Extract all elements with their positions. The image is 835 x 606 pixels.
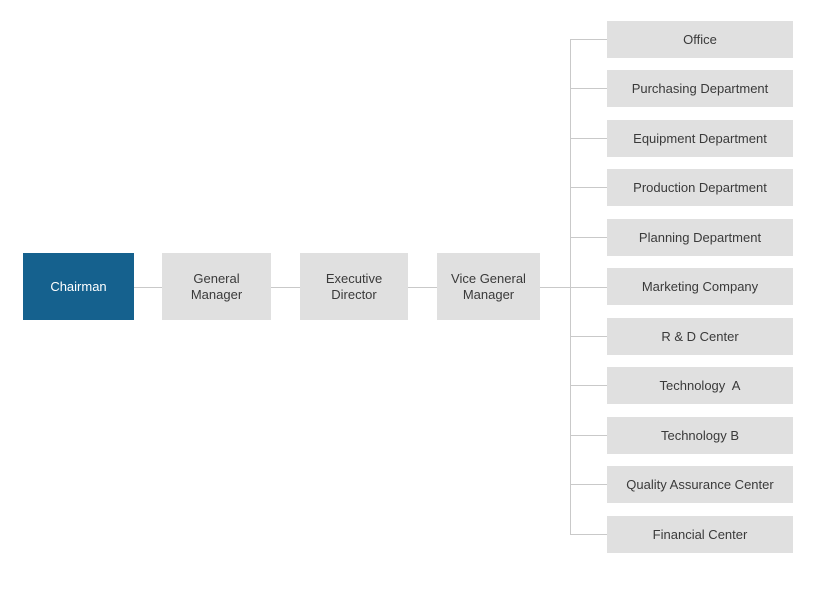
org-node-label: Technology B [660,427,740,443]
connector-stub [570,88,607,89]
org-node-department[interactable]: Quality Assurance Center [607,466,793,503]
org-node-department[interactable]: R & D Center [607,318,793,355]
org-node-department[interactable]: Equipment Department [607,120,793,157]
connector-stub [570,287,607,288]
connector-stub [570,435,607,436]
org-node-label: Equipment Department [633,130,767,146]
connector-stub [570,385,607,386]
org-node-label: Marketing Company [641,278,759,294]
connector-stub [570,534,607,535]
org-node-vice-general-manager[interactable]: Vice General Manager [437,253,540,320]
org-node-department[interactable]: Technology A [607,367,793,404]
org-node-label: Office [683,31,717,47]
connector-horizontal [408,287,437,288]
connector-horizontal [271,287,300,288]
org-node-executive-director[interactable]: Executive Director [300,253,408,320]
connector-stub [570,39,607,40]
org-node-department[interactable]: Financial Center [607,516,793,553]
org-node-label: Purchasing Department [631,80,769,96]
org-node-department[interactable]: Technology B [607,417,793,454]
org-node-general-manager[interactable]: General Manager [162,253,271,320]
org-node-department[interactable]: Office [607,21,793,58]
connector-stub [570,336,607,337]
org-node-chairman[interactable]: Chairman [23,253,134,320]
connector-stub [570,237,607,238]
org-node-label: Production Department [633,179,767,195]
connector-stub [570,187,607,188]
org-node-label: Technology A [659,377,741,393]
org-node-label: Financial Center [652,526,748,542]
org-node-label: Executive Director [325,270,383,302]
org-node-label: Quality Assurance Center [626,476,774,492]
org-node-department[interactable]: Marketing Company [607,268,793,305]
org-node-label: Planning Department [638,229,762,245]
connector-stub [570,484,607,485]
connector-stub [570,138,607,139]
org-node-label: Chairman [50,278,107,294]
org-node-department[interactable]: Purchasing Department [607,70,793,107]
connector-horizontal [134,287,162,288]
org-node-label: Vice General Manager [451,270,526,302]
org-node-label: General Manager [190,270,243,302]
org-node-label: R & D Center [661,328,739,344]
connector-horizontal [540,287,570,288]
org-node-department[interactable]: Planning Department [607,219,793,256]
org-node-department[interactable]: Production Department [607,169,793,206]
